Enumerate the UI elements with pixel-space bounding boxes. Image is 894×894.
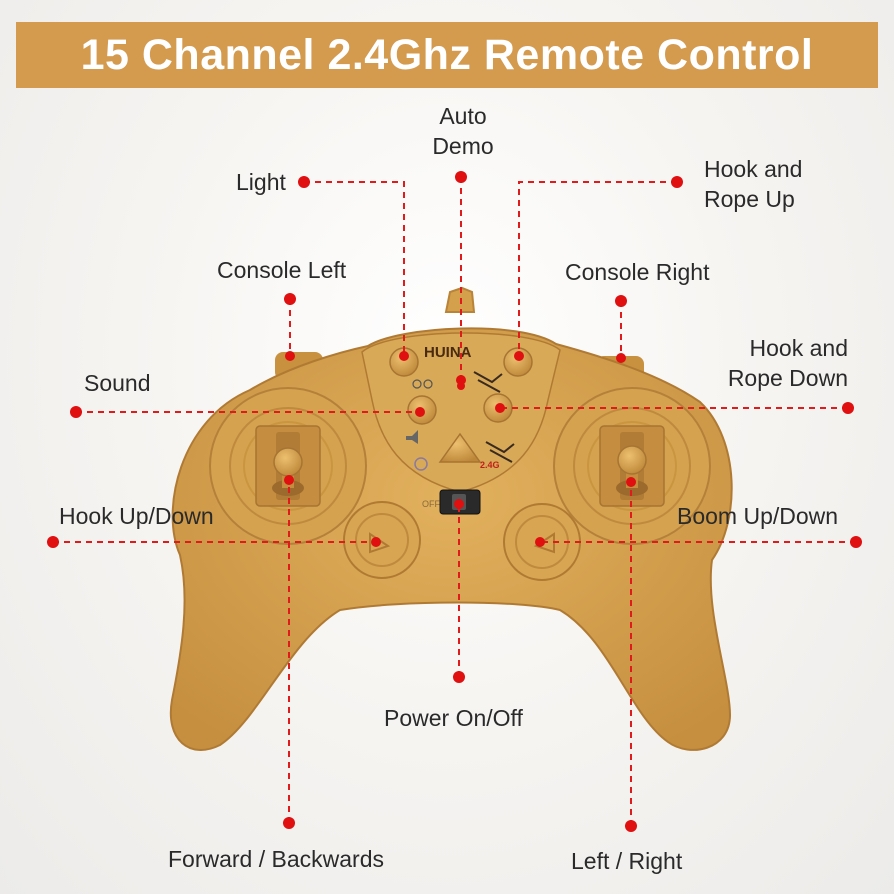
pointer-light-dot <box>298 176 310 188</box>
title-banner: 15 Channel 2.4Ghz Remote Control <box>16 22 878 88</box>
pointer-left-right-end-dot <box>626 477 636 487</box>
label-power-on-off: Power On/Off <box>384 705 523 731</box>
pointer-hook-rope-up-dot <box>671 176 683 188</box>
pointer-hook-rope-up-end-dot <box>514 351 524 361</box>
brand-logo: HUINA <box>424 344 472 361</box>
pointer-console-right-dot <box>615 295 627 307</box>
label-auto-demo: Auto Demo <box>432 103 494 159</box>
pointer-boom-up-down-end-dot <box>535 537 545 547</box>
pointer-console-left-dot <box>284 293 296 305</box>
label-console-left: Console Left <box>217 257 347 283</box>
label-boom-up-down: Boom Up/Down <box>677 503 839 529</box>
frequency-mark: 2.4G <box>480 460 500 470</box>
pointer-power-end-dot <box>454 499 464 509</box>
pointer-auto-demo <box>455 171 467 385</box>
pointer-boom-up-down <box>535 536 862 548</box>
pointer-hook-rope-down <box>495 402 854 414</box>
gear-icon <box>414 457 428 471</box>
pointer-forward-backwards-dot <box>283 817 295 829</box>
pointer-console-left <box>284 293 296 361</box>
pointer-light-end-dot <box>399 351 409 361</box>
pointer-hook-up-down <box>47 536 381 548</box>
label-light: Light <box>236 169 286 195</box>
label-hook-up-down: Hook Up/Down <box>59 503 214 529</box>
pointer-hook-rope-up-line <box>518 181 677 356</box>
crane-up-icon <box>473 371 503 393</box>
pointer-hook-rope-down-dot <box>842 402 854 414</box>
pointer-sound <box>70 406 425 418</box>
pointer-console-right-end-dot <box>616 353 626 363</box>
speaker-icon <box>406 430 418 444</box>
label-sound: Sound <box>84 370 151 396</box>
pointer-auto-demo-dot <box>455 171 467 183</box>
pointer-power <box>453 499 465 683</box>
pointer-sound-end-dot <box>415 407 425 417</box>
label-console-right: Console Right <box>565 259 710 285</box>
pointer-hook-up-down-dot <box>47 536 59 548</box>
pointer-auto-demo-end-dot <box>456 375 466 385</box>
label-forward-backwards: Forward / Backwards <box>168 846 385 872</box>
pointer-console-left-end-dot <box>285 351 295 361</box>
label-hook-rope-down: Hook and Rope Down <box>727 335 848 391</box>
crane-down-icon <box>485 441 515 463</box>
pointer-hook-up-down-end-dot <box>371 537 381 547</box>
pointer-hook-rope-down-end-dot <box>495 403 505 413</box>
pointer-light <box>298 176 409 361</box>
pointer-sound-dot <box>70 406 82 418</box>
auto-demo-button[interactable] <box>438 432 482 463</box>
switch-off-label: OFF <box>422 499 440 509</box>
light-icon <box>412 379 422 389</box>
right-joystick[interactable] <box>617 445 647 475</box>
label-hook-rope-up: Hook and Rope Up <box>704 156 803 212</box>
pointer-hook-rope-up <box>514 176 683 361</box>
label-left-right: Left / Right <box>571 848 683 874</box>
pointer-boom-up-down-dot <box>850 536 862 548</box>
pointer-forward-backwards-end-dot <box>284 475 294 485</box>
pointer-forward-backwards <box>283 475 295 829</box>
page-title: 15 Channel 2.4Ghz Remote Control <box>80 30 814 79</box>
pointer-left-right-dot <box>625 820 637 832</box>
pointer-console-right <box>615 295 627 363</box>
pointer-light-line <box>304 181 405 356</box>
pointer-left-right <box>625 477 637 832</box>
pointer-power-dot <box>453 671 465 683</box>
